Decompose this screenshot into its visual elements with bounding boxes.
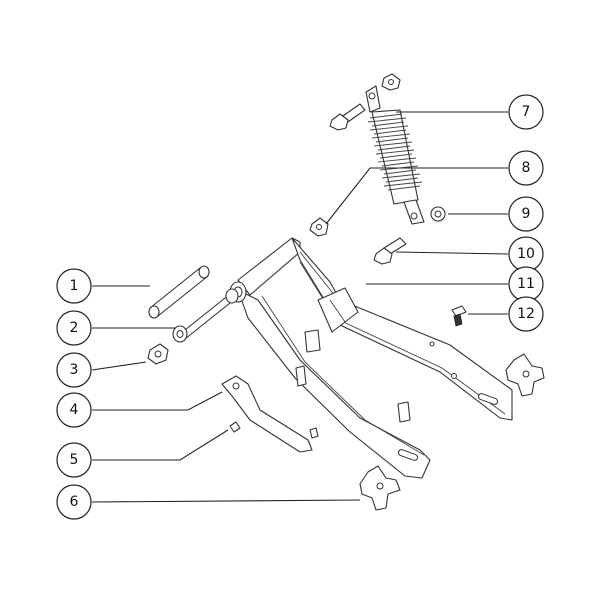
leader-5 — [92, 429, 229, 461]
callout-3: 3 — [56, 352, 92, 388]
callout-label: 4 — [70, 402, 79, 418]
shock-absorber — [365, 85, 425, 225]
callout-5: 5 — [56, 442, 92, 478]
leader-3 — [91, 361, 147, 371]
callout-2: 2 — [56, 310, 92, 346]
callout-label: 6 — [70, 494, 79, 510]
chain-adjuster — [359, 353, 545, 511]
callout-label: 2 — [70, 320, 79, 336]
shock-lower-bolt — [373, 237, 407, 265]
leader-lines — [91, 111, 509, 503]
callout-12: 12 — [508, 296, 544, 332]
callout-label: 1 — [70, 278, 79, 294]
leader-6 — [91, 499, 361, 503]
leader-10 — [395, 251, 509, 255]
pivot-bolt — [172, 288, 239, 343]
small-nut — [229, 421, 319, 439]
callout-label: 5 — [70, 452, 79, 468]
callout-label: 12 — [517, 306, 535, 322]
callout-11: 11 — [508, 266, 544, 302]
callout-label: 3 — [70, 362, 79, 378]
callout-label: 11 — [517, 276, 535, 292]
callout-10: 10 — [508, 236, 544, 272]
washer — [430, 206, 446, 222]
callout-6: 6 — [56, 484, 92, 520]
leader-8 — [325, 167, 508, 225]
callout-8: 8 — [508, 150, 544, 186]
pivot-nut — [147, 343, 169, 365]
shock-lower-nut — [309, 217, 329, 237]
swing-arm — [229, 237, 513, 479]
callout-9: 9 — [508, 196, 544, 232]
callout-4: 4 — [56, 392, 92, 428]
callout-7: 7 — [508, 94, 544, 130]
bracket — [221, 375, 313, 453]
shock-upper-bolt — [329, 73, 401, 131]
screw — [451, 305, 467, 327]
leader-4 — [92, 391, 223, 411]
callout-1: 1 — [56, 268, 92, 304]
callout-label: 7 — [522, 104, 531, 120]
callout-label: 8 — [522, 160, 531, 176]
callout-label: 10 — [517, 246, 535, 262]
callout-label: 9 — [522, 206, 531, 222]
pivot-sleeve — [148, 265, 210, 319]
